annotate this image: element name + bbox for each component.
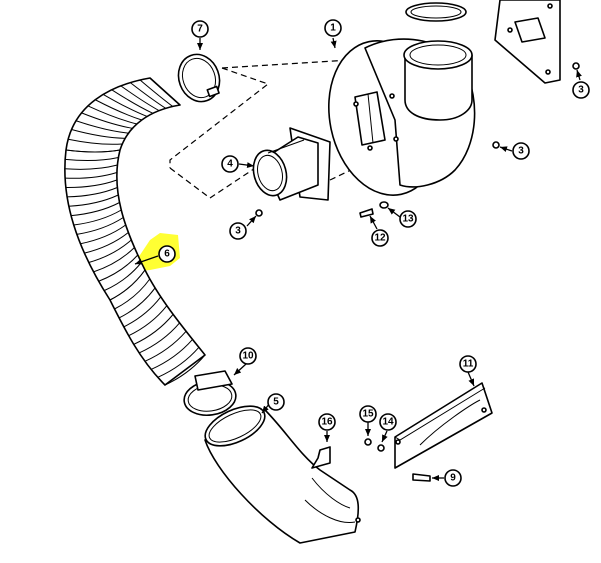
hose-corrugation-ring: [93, 247, 135, 273]
callout-9: 9: [444, 469, 462, 487]
callout-14: 14: [379, 413, 397, 431]
hose-corrugation-ring: [95, 99, 142, 121]
hose-corrugation-ring: [75, 120, 129, 134]
hose-corrugation-ring: [102, 93, 148, 117]
support-bracket: [394, 382, 493, 469]
hose-corrugation-ring: [80, 224, 126, 245]
hose-corrugation-ring: [150, 339, 193, 370]
svg-text:6: 6: [164, 249, 170, 260]
hose-corrugation-ring: [123, 296, 162, 328]
hose-corrugation-ring: [128, 305, 168, 337]
hose-corrugation-ring: [120, 85, 160, 112]
callout-4: 4: [221, 155, 239, 173]
hose-corrugation-ring: [65, 157, 119, 162]
callout-10: 10: [239, 347, 257, 365]
hose-corrugation-ring: [68, 194, 119, 207]
callout-7: 7: [191, 20, 209, 38]
svg-text:1: 1: [330, 23, 336, 34]
callout-3-right: 3: [572, 81, 590, 99]
svg-text:5: 5: [273, 397, 279, 408]
hose-corrugation-ring: [88, 239, 132, 263]
svg-text:11: 11: [463, 359, 474, 370]
svg-text:12: 12: [374, 233, 386, 244]
svg-text:3: 3: [235, 226, 241, 237]
hose-corrugation-ring: [84, 232, 129, 254]
hose-corrugation-ring: [81, 112, 133, 129]
hose-corrugation-ring: [114, 278, 151, 310]
callout-16: 16: [318, 413, 336, 431]
hose-corrugation-ring: [164, 354, 206, 386]
hose-corrugation-ring: [144, 330, 187, 362]
hose-corrugation-ring: [111, 89, 154, 114]
hose-corrugation-ring: [64, 164, 118, 170]
callout-15: 15: [359, 405, 377, 423]
elbow-duct: [204, 405, 361, 544]
hose-corrugation-ring: [76, 217, 124, 235]
callout-3-left: 3: [229, 222, 247, 240]
hose-corrugation-ring: [67, 187, 118, 198]
callout-3-middle: 3: [512, 142, 530, 160]
hose-corrugation-ring: [87, 105, 137, 125]
svg-text:14: 14: [382, 417, 394, 428]
hose-corrugation-ring: [68, 138, 123, 145]
callout-5: 5: [267, 393, 285, 411]
blower-housing: [328, 38, 476, 196]
hose-corrugation-ring: [65, 149, 121, 153]
hose-corrugation-ring: [65, 172, 118, 179]
hose-corrugation-ring: [133, 314, 174, 345]
hose-corrugation-ring: [71, 202, 120, 217]
hose-corrugation-ring: [139, 79, 173, 107]
callout-6: 6: [158, 245, 176, 263]
svg-text:4: 4: [227, 159, 233, 170]
svg-text:3: 3: [518, 146, 524, 157]
top-clamp: [405, 2, 467, 22]
hose-corrugation-ring: [149, 77, 181, 106]
callout-11: 11: [459, 355, 477, 373]
mounting-plate: [494, 0, 561, 84]
callout-12: 12: [371, 229, 389, 247]
svg-text:15: 15: [362, 409, 374, 420]
callout-1: 1: [324, 19, 342, 37]
callout-13: 13: [399, 210, 417, 228]
hose-corrugation-ring: [109, 269, 146, 301]
svg-text:16: 16: [321, 417, 333, 428]
hose-corrugation-ring: [118, 287, 156, 319]
hose-clamp-top: [177, 53, 221, 103]
svg-text:13: 13: [402, 214, 414, 225]
hose-corrugation-ring: [71, 129, 126, 139]
hose-corrugation-ring: [157, 347, 200, 378]
hose-corrugation-ring: [98, 254, 139, 282]
hose-corrugation-ring: [65, 179, 118, 189]
inlet-adapter: [252, 127, 331, 201]
hose-corrugation-ring: [73, 209, 122, 226]
hose-corrugation-ring: [138, 322, 180, 354]
svg-text:3: 3: [578, 85, 584, 96]
svg-text:10: 10: [242, 351, 254, 362]
svg-text:7: 7: [197, 24, 203, 35]
hose-corrugation-ring: [103, 262, 142, 292]
hose-corrugation-ring: [129, 82, 166, 109]
hose-clamp-bottom: [183, 370, 237, 417]
flexible-hose: [64, 77, 206, 386]
hardware: [255, 62, 580, 482]
svg-text:9: 9: [450, 473, 456, 484]
bracket-small: [311, 446, 331, 469]
